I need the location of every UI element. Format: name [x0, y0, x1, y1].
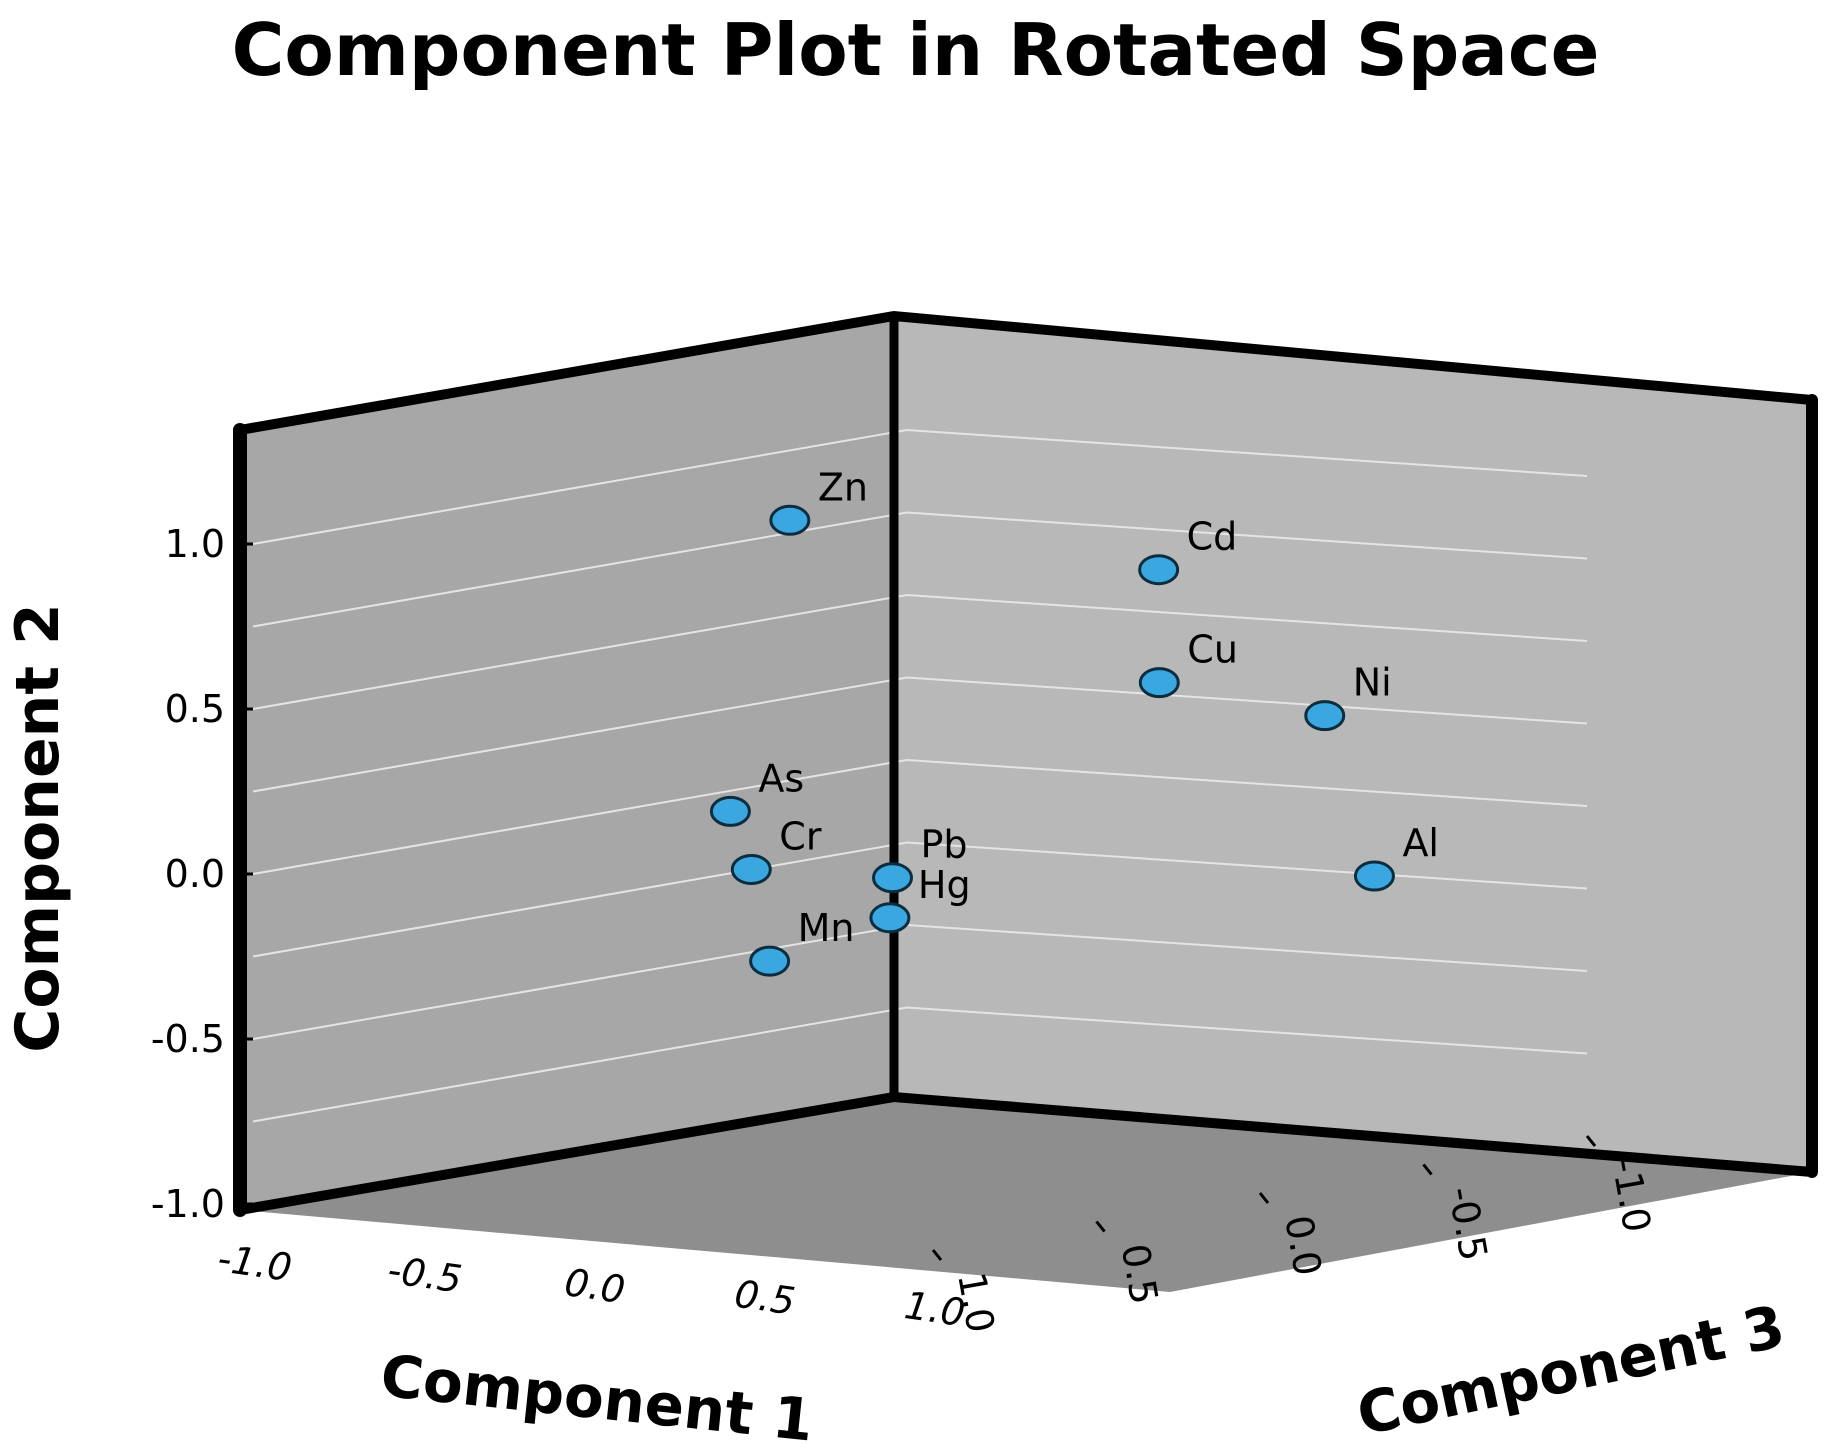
data-point-al: Al — [1353, 821, 1439, 892]
y-tick-label: -0.5 — [151, 1017, 225, 1061]
point-label: Cu — [1187, 628, 1238, 672]
z-tick-label: 1.0 — [949, 1269, 1003, 1336]
data-point-cd: Cd — [1138, 515, 1238, 586]
point-marker — [769, 504, 811, 536]
point-label: Al — [1402, 821, 1439, 865]
left-wall — [240, 316, 894, 1210]
y-tick-label: 1.0 — [165, 522, 225, 566]
data-point-as: As — [709, 756, 804, 827]
point-label: As — [758, 756, 804, 800]
data-point-cu: Cu — [1138, 628, 1238, 699]
data-point-cr: Cr — [730, 815, 822, 885]
point-marker — [749, 945, 791, 977]
y-tick-label: 0.0 — [165, 852, 225, 896]
z-tick-mark — [1585, 1135, 1597, 1147]
y-axis-title: Component 2 — [3, 603, 73, 1052]
point-label: Mn — [798, 906, 855, 950]
z-tick-mark — [1422, 1163, 1433, 1176]
z-tick-mark — [931, 1249, 943, 1261]
data-point-zn: Zn — [769, 465, 868, 536]
page-title: Component Plot in Rotated Space — [231, 8, 1600, 92]
point-marker — [1138, 554, 1180, 586]
x-axis-title: Component 1 — [378, 1342, 817, 1455]
point-marker — [709, 795, 751, 827]
gridline — [252, 511, 1588, 628]
data-point-ni: Ni — [1304, 661, 1392, 732]
box-frame — [233, 310, 1818, 1217]
point-label: Zn — [818, 465, 868, 509]
x-tick-label: -0.5 — [385, 1248, 465, 1302]
z-tick-mark — [1258, 1192, 1270, 1204]
point-marker — [1138, 667, 1180, 699]
x-tick-label: 0.0 — [562, 1260, 628, 1312]
x-tick-label: -1.0 — [215, 1236, 295, 1290]
y-tick-label: 0.5 — [165, 687, 225, 731]
gridline — [252, 758, 1588, 875]
point-marker — [869, 902, 911, 934]
gridline — [252, 428, 1588, 545]
point-label: Cd — [1187, 515, 1238, 559]
point-label: Cr — [779, 815, 822, 859]
z-tick-mark — [1095, 1220, 1106, 1233]
gridline — [252, 593, 1588, 710]
point-marker — [872, 862, 913, 894]
x-tick-label: 0.5 — [732, 1272, 798, 1324]
z-tick-label: 0.0 — [1276, 1212, 1330, 1279]
point-label: Hg — [918, 863, 971, 907]
z-tick-label: 0.5 — [1113, 1240, 1167, 1307]
gridline — [252, 1006, 1588, 1123]
x-tick-label: 1.0 — [902, 1283, 968, 1335]
point-marker — [1353, 860, 1395, 892]
point-label: Ni — [1353, 661, 1392, 705]
z-axis-title: Component 3 — [1351, 1292, 1790, 1449]
data-point-mn: Mn — [749, 906, 855, 977]
point-label: Pb — [921, 823, 968, 867]
right-wall — [894, 316, 1812, 1172]
y-tick-label: -1.0 — [151, 1182, 225, 1226]
gridline — [252, 676, 1588, 793]
data-point-hg: Hg — [869, 863, 971, 934]
point-marker — [1304, 700, 1346, 732]
gridlines — [252, 428, 1588, 1123]
point-marker — [730, 854, 772, 885]
data-point-pb: Pb — [872, 823, 968, 894]
